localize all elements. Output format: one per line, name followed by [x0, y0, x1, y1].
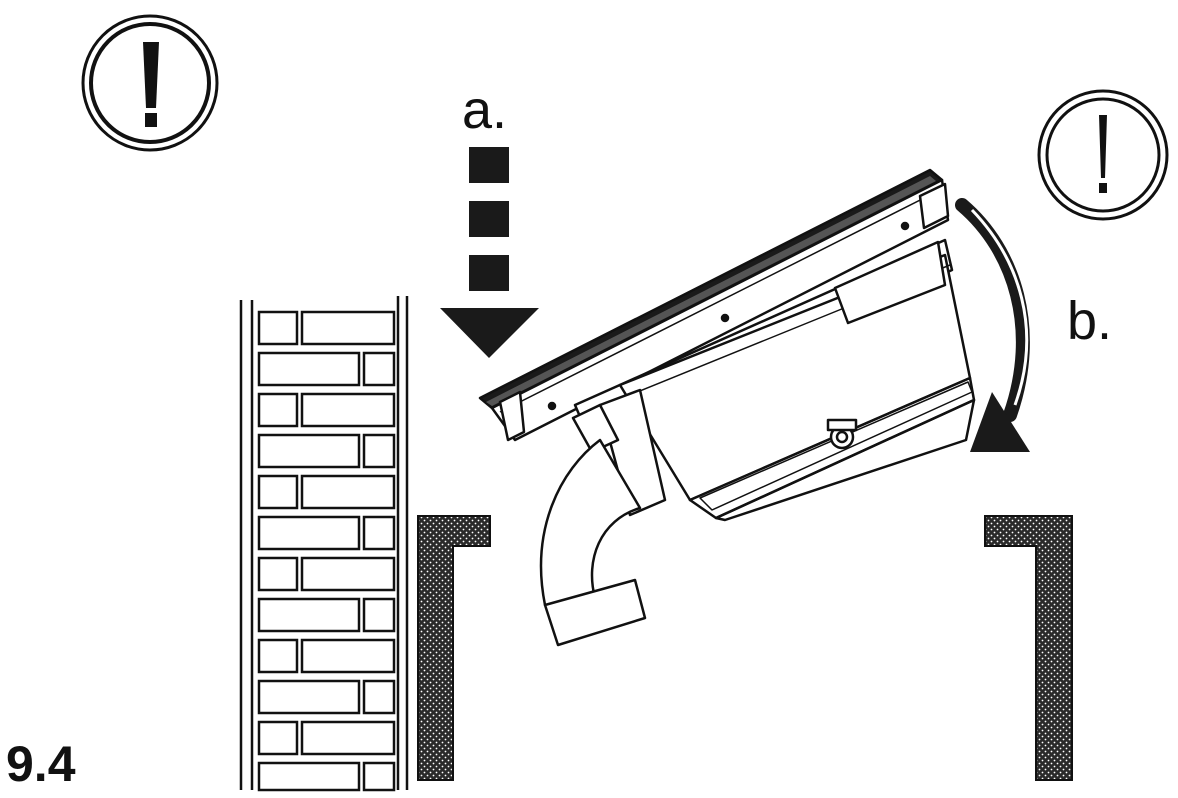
appliance-unit [478, 168, 976, 647]
brick-wall [239, 296, 409, 792]
warning-icon-primary [81, 14, 219, 152]
exclamation-warning-icon [143, 42, 159, 127]
curved-arrow-icon [955, 198, 1030, 452]
worktop-left [417, 515, 491, 781]
figure-number: 9.4 [6, 736, 76, 792]
step-b-label: b. [1067, 291, 1112, 351]
step-a-label: a. [462, 80, 507, 140]
downward-arrow-icon [440, 147, 539, 358]
exclamation-warning-icon [1099, 115, 1107, 193]
worktop-right [984, 515, 1073, 781]
warning-icon-secondary [1037, 89, 1169, 221]
